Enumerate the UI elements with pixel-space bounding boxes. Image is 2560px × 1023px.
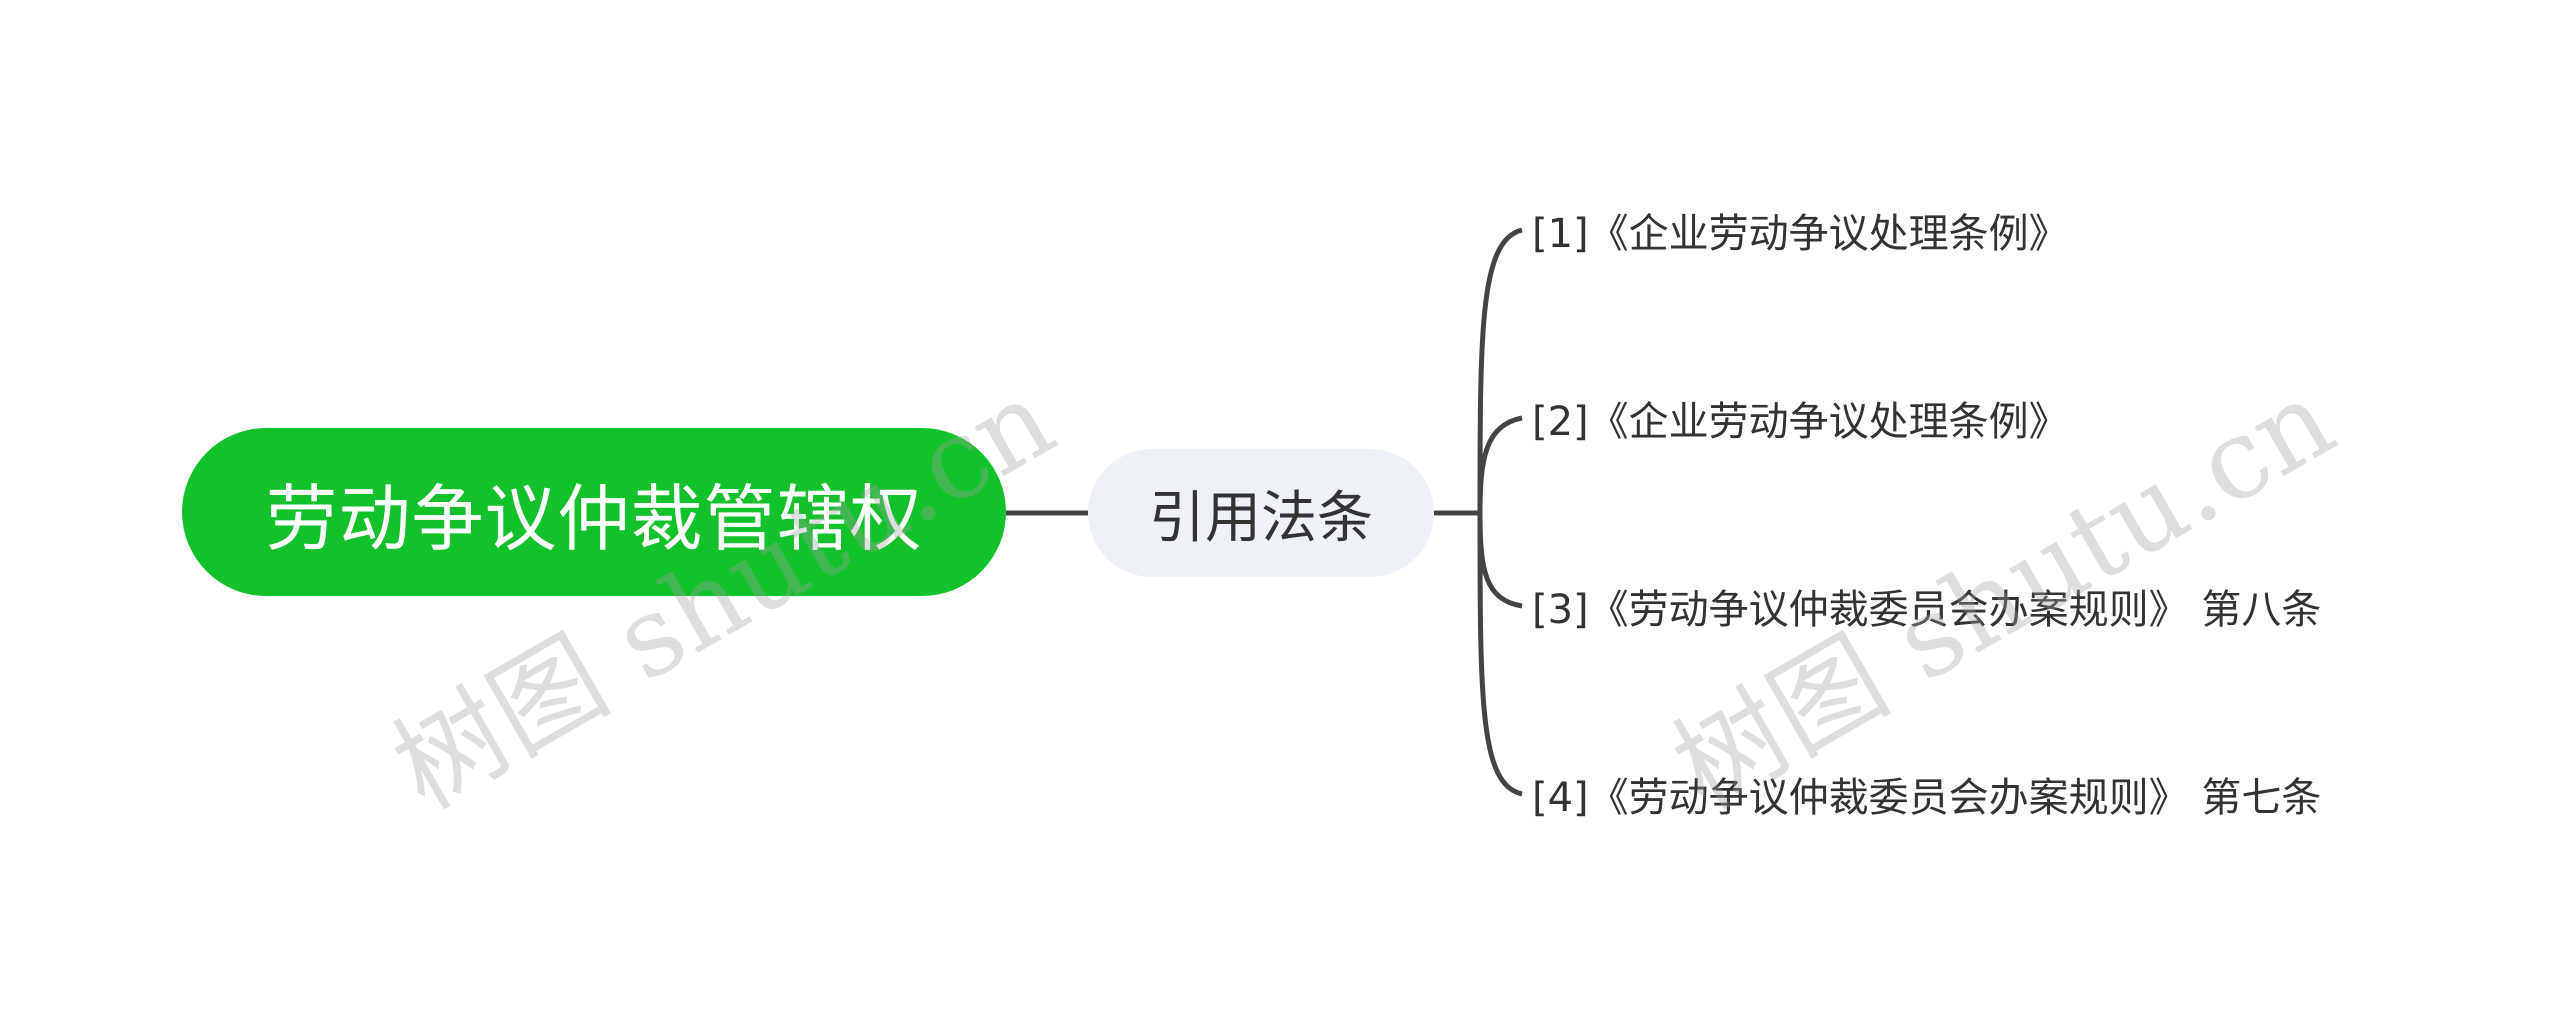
leaf-node-label: [2]《企业劳动争议处理条例》	[1532, 399, 2069, 445]
leaf-node-4[interactable]: [4]《劳动争议仲裁委员会办案规则》 第七条	[1532, 764, 2321, 824]
leaf-node-2[interactable]: [2]《企业劳动争议处理条例》	[1532, 388, 2069, 448]
branch-node-label: 引用法条	[1149, 485, 1373, 551]
root-node-label: 劳动争议仲裁管辖权	[265, 476, 923, 561]
leaf-node-1[interactable]: [1]《企业劳动争议处理条例》	[1532, 200, 2069, 260]
leaf-connector-1	[1477, 227, 1523, 514]
leaf-node-3[interactable]: [3]《劳动争议仲裁委员会办案规则》 第八条	[1532, 576, 2321, 636]
leaf-node-label: [3]《劳动争议仲裁委员会办案规则》 第八条	[1532, 587, 2322, 633]
leaf-connector-3	[1477, 512, 1523, 609]
root-node[interactable]: 劳动争议仲裁管辖权	[182, 428, 1006, 596]
leaf-connector-2	[1477, 415, 1523, 514]
leaf-connector-4	[1477, 512, 1523, 797]
branch-node[interactable]: 引用法条	[1088, 449, 1434, 577]
leaf-node-label: [1]《企业劳动争议处理条例》	[1532, 211, 2069, 257]
leaf-node-label: [4]《劳动争议仲裁委员会办案规则》 第七条	[1532, 775, 2322, 821]
